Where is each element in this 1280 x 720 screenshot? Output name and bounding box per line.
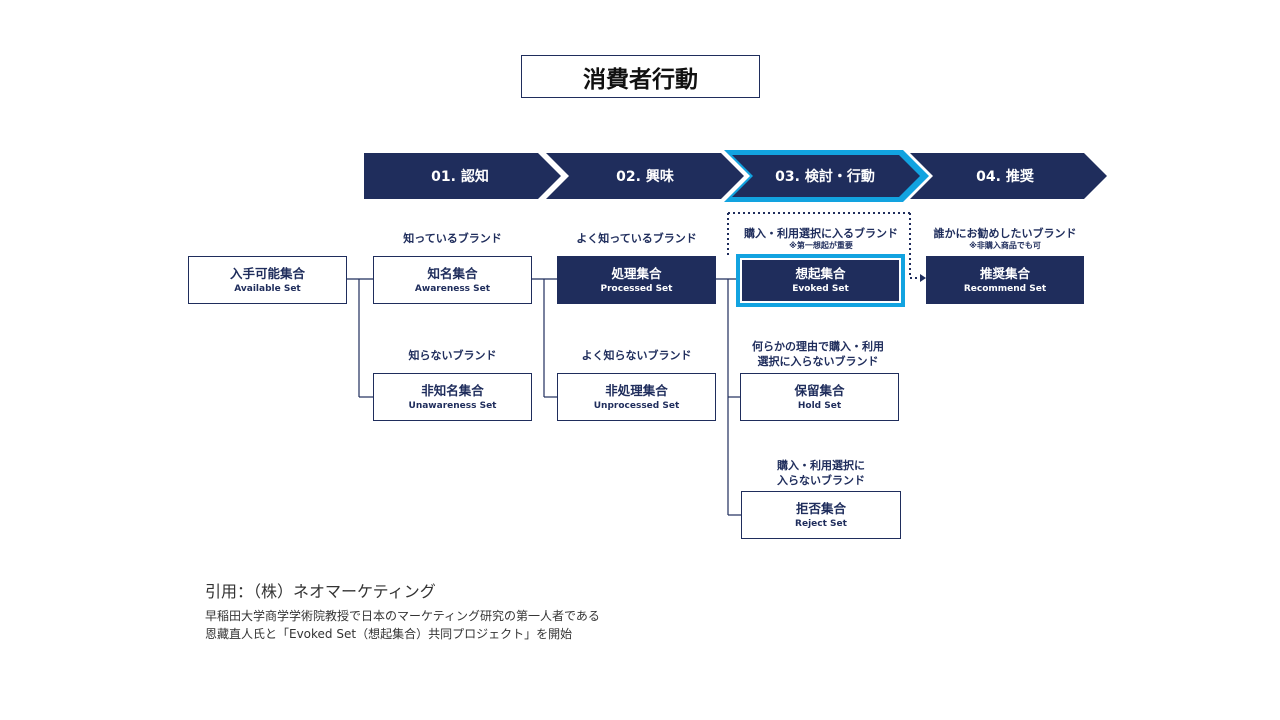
stage-3-arrow xyxy=(732,155,920,197)
hold-set-box: 保留集合 Hold Set xyxy=(740,373,899,421)
hold-caption-line-2: 選択に入らないブランド xyxy=(757,355,879,368)
evoked-caption-note: ※第一想起が重要 xyxy=(789,241,853,250)
available-set-box: 入手可能集合 Available Set xyxy=(188,256,347,304)
reject-set-en: Reject Set xyxy=(795,518,847,529)
hold-caption-line-1: 何らかの理由で購入・利用 xyxy=(752,340,884,353)
recommend-caption: 誰かにお勧めしたいブランド ※非購入商品でも可 xyxy=(918,226,1092,251)
stage-1-arrow xyxy=(364,153,561,199)
processed-set-box: 処理集合 Processed Set xyxy=(557,256,716,304)
awareness-set-en: Awareness Set xyxy=(414,283,491,294)
stage-3-label: 03. 検討・行動 xyxy=(775,168,875,185)
reject-caption: 購入・利用選択に 入らないブランド xyxy=(741,458,901,488)
evoked-set-en: Evoked Set xyxy=(792,284,849,294)
evoked-set-box: 想起集合 Evoked Set xyxy=(742,260,899,301)
evoked-caption: 購入・利用選択に入るブランド ※第一想起が重要 xyxy=(732,226,910,251)
awareness-caption: 知っているブランド xyxy=(403,232,502,245)
recommend-arrowhead xyxy=(920,274,926,282)
awareness-set-jp: 知名集合 xyxy=(427,265,478,281)
reject-caption-line-2: 入らないブランド xyxy=(777,474,865,487)
unprocessed-caption: よく知らないブランド xyxy=(581,349,692,362)
reject-set-box: 拒否集合 Reject Set xyxy=(741,491,901,539)
recommend-caption-note: ※非購入商品でも可 xyxy=(969,241,1041,250)
unawareness-set-jp: 非知名集合 xyxy=(421,382,484,398)
reject-caption-line-1: 購入・利用選択に xyxy=(777,459,865,472)
citation: 引用：（株）ネオマーケティング xyxy=(205,582,436,601)
evoked-set-jp: 想起集合 xyxy=(795,266,846,281)
unawareness-set-box: 非知名集合 Unawareness Set xyxy=(373,373,532,421)
hold-set-en: Hold Set xyxy=(797,400,842,411)
recommend-set-jp: 推奨集合 xyxy=(979,265,1030,281)
stage-4-label: 04. 推奨 xyxy=(976,168,1034,185)
evoked-caption-text: 購入・利用選択に入るブランド xyxy=(744,227,898,240)
recommend-dotted-path xyxy=(727,212,920,279)
unprocessed-set-box: 非処理集合 Unprocessed Set xyxy=(557,373,716,421)
unawareness-set-en: Unawareness Set xyxy=(408,400,497,411)
unawareness-caption: 知らないブランド xyxy=(408,349,497,362)
evoked-highlight-frame xyxy=(736,254,905,307)
page-title: 消費者行動 xyxy=(521,55,760,98)
recommend-set-box: 推奨集合 Recommend Set xyxy=(926,256,1084,304)
awareness-set-box: 知名集合 Awareness Set xyxy=(373,256,532,304)
connector-lines xyxy=(346,278,741,516)
unprocessed-set-en: Unprocessed Set xyxy=(593,400,680,411)
hold-set-jp: 保留集合 xyxy=(794,382,845,398)
stage-2-label: 02. 興味 xyxy=(616,168,674,185)
stage-1-label: 01. 認知 xyxy=(431,168,489,185)
available-set-jp: 入手可能集合 xyxy=(229,265,305,281)
processed-set-jp: 処理集合 xyxy=(611,265,662,281)
note-line-1: 早稲田大学商学学術院教授で日本のマーケティング研究の第一人者である xyxy=(205,609,600,623)
processed-set-en: Processed Set xyxy=(600,283,673,294)
unprocessed-set-jp: 非処理集合 xyxy=(605,382,668,398)
note-line-2: 恩藏直人氏と「Evoked Set（想起集合）共同プロジェクト」を開始 xyxy=(205,627,573,641)
processed-caption: よく知っているブランド xyxy=(576,232,697,245)
stage-2-arrow xyxy=(546,153,744,199)
available-set-en: Available Set xyxy=(234,283,301,294)
recommend-set-en: Recommend Set xyxy=(963,283,1047,294)
stage-4-arrow xyxy=(910,153,1107,199)
hold-caption: 何らかの理由で購入・利用 選択に入らないブランド xyxy=(728,339,908,369)
recommend-caption-text: 誰かにお勧めしたいブランド xyxy=(933,227,1077,240)
reject-set-jp: 拒否集合 xyxy=(795,500,846,516)
